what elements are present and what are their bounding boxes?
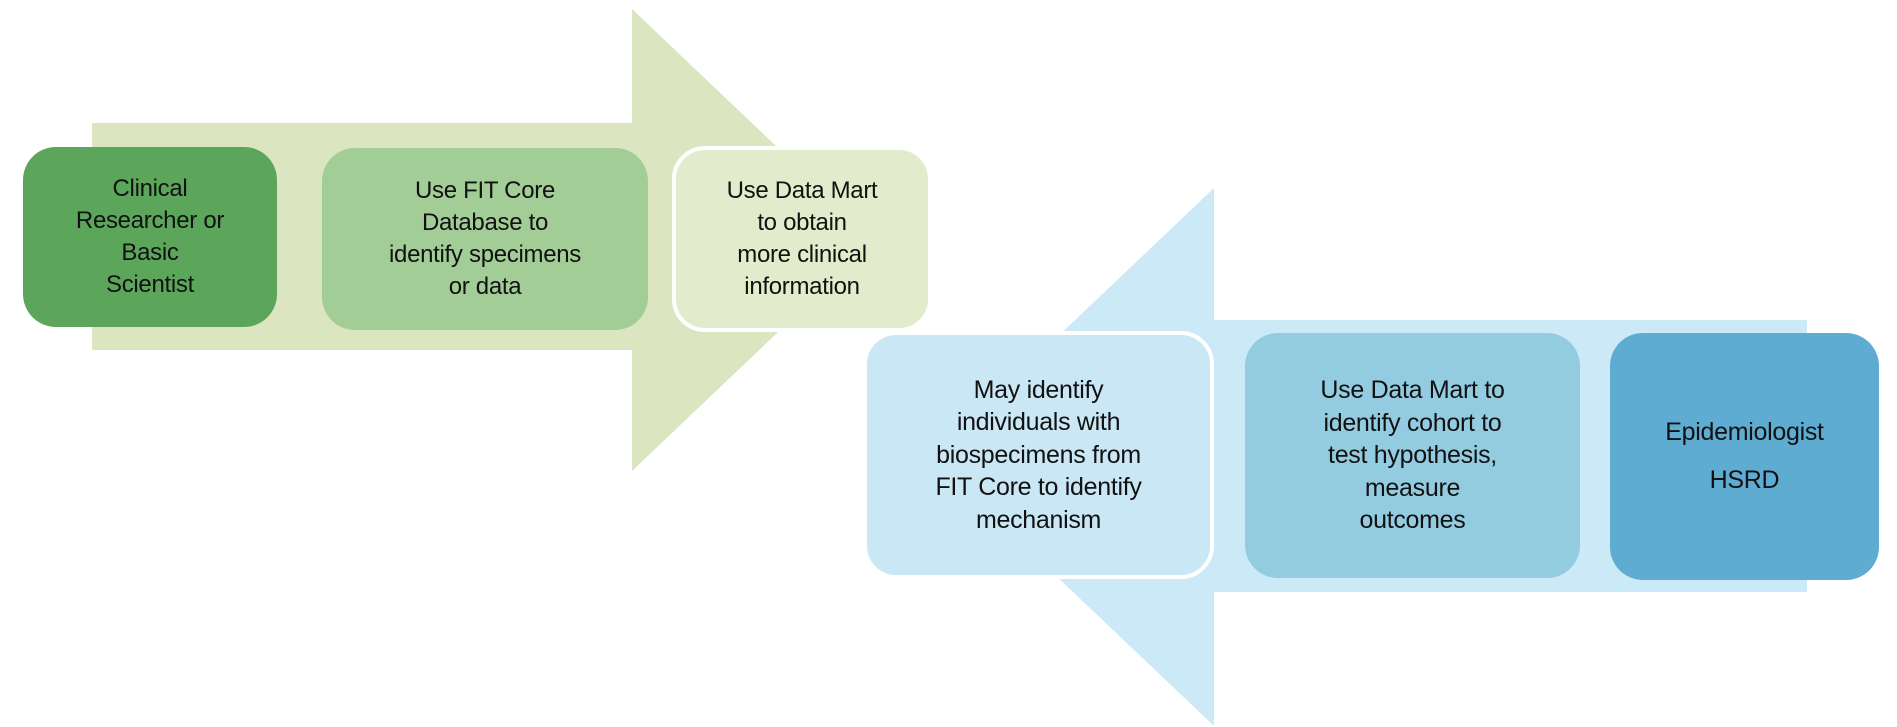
box-data-mart-clinical-info: Use Data Mart to obtain more clinical in… — [672, 146, 932, 332]
box-may-identify-individuals: May identify individuals with biospecime… — [863, 331, 1214, 579]
box-fit-core-database: Use FIT Core Database to identify specim… — [322, 148, 648, 330]
box-data-mart-cohort: Use Data Mart to identify cohort to test… — [1245, 333, 1580, 578]
box-epidemiologist-hsrd: Epidemiologist HSRD — [1610, 333, 1879, 580]
box-clinical-researcher: Clinical Researcher or Basic Scientist — [23, 147, 277, 327]
